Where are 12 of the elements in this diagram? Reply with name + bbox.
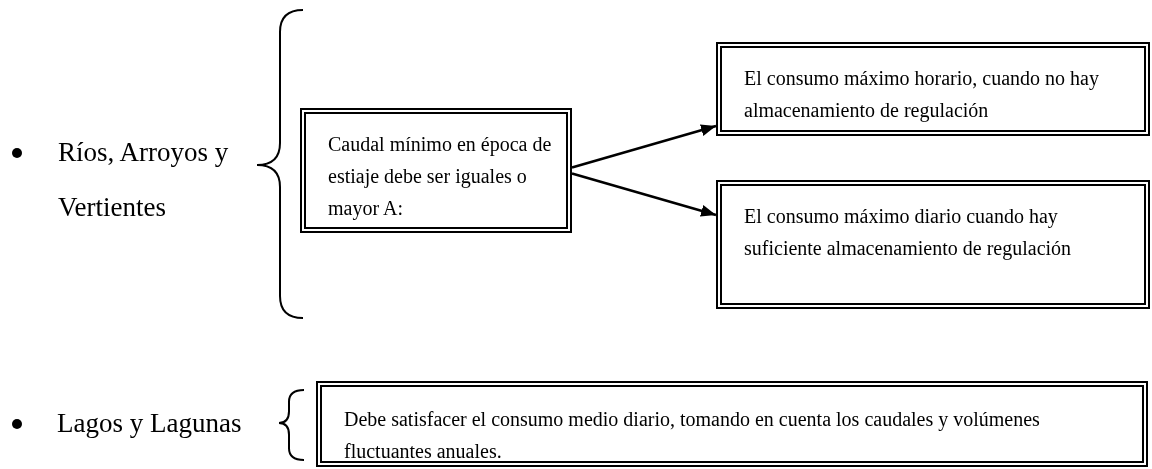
arrow bbox=[571, 172, 717, 217]
box-text: Caudal mínimo en época de estiaje debe ser iguales o mayor A: bbox=[328, 132, 553, 222]
box-text: Debe satisfacer el consumo medio diario, tomando en cuenta los caudales y volúmenes fluctuantes anuales. bbox=[344, 407, 1041, 464]
box-text: El consumo máximo diario cuando hay suficiente almacenamiento de regulación bbox=[744, 204, 1073, 262]
arrow bbox=[571, 124, 717, 169]
bullet-text: Lagos y Lagunas bbox=[57, 407, 243, 440]
bullet-text: Ríos, Arroyos y Vertientes bbox=[58, 136, 230, 224]
text-box bbox=[716, 42, 1150, 136]
text-box bbox=[316, 381, 1148, 467]
box-text: El consumo máximo horario, cuando no hay almacenamiento de regulación bbox=[744, 66, 1100, 124]
text-box bbox=[300, 108, 572, 233]
text-box bbox=[716, 180, 1150, 309]
